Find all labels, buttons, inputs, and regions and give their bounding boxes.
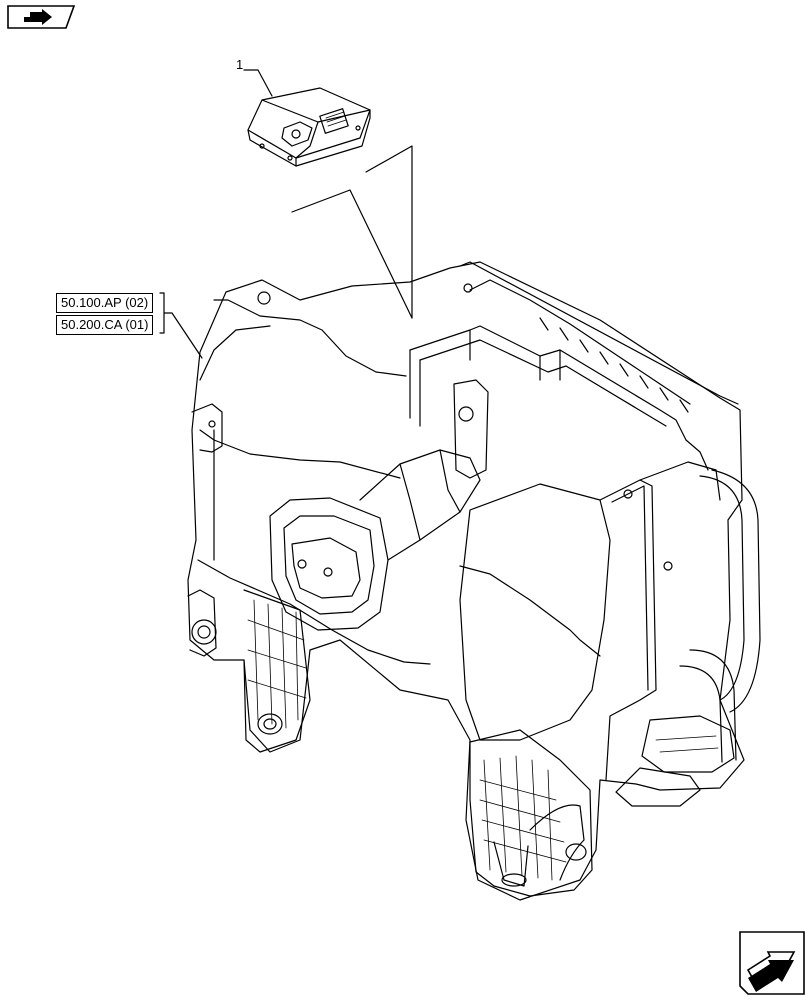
reference-leader — [159, 292, 203, 359]
reference-link-50-100-ap[interactable]: 50.100.AP (02) — [56, 293, 154, 313]
hvac-housing-part — [187, 261, 761, 901]
prev-page-arrow-icon[interactable] — [6, 4, 76, 30]
control-module-part — [247, 87, 371, 167]
callout-leader-1 — [243, 69, 273, 97]
next-page-arrow-icon[interactable] — [738, 930, 806, 996]
leader-line-a — [291, 189, 413, 319]
reference-link-50-200-ca[interactable]: 50.200.CA (01) — [56, 315, 154, 335]
callout-label-1: 1 — [236, 57, 244, 72]
leader-line-b — [365, 145, 413, 319]
